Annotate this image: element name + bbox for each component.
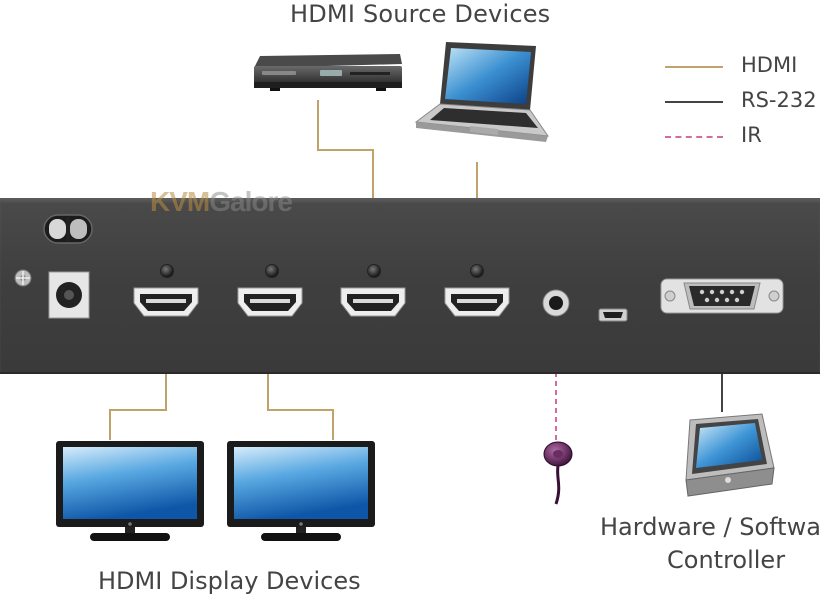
laptop-icon — [414, 42, 549, 142]
hdmi-port-icon[interactable] — [133, 287, 199, 317]
legend-rs232-label: RS-232 — [741, 88, 817, 112]
dvd-player-icon — [254, 54, 402, 91]
watermark: KVMGalore — [150, 186, 293, 218]
source-devices-title: HDMI Source Devices — [290, 0, 551, 28]
monitor-icon — [227, 441, 375, 541]
db9-serial-port-icon[interactable] — [660, 275, 784, 317]
display-devices-title: HDMI Display Devices — [98, 567, 361, 595]
controller-caption-line2: Controller — [667, 546, 786, 574]
led-indicator-2 — [265, 264, 279, 278]
ground-screw-icon — [14, 269, 32, 287]
dc-power-jack-icon[interactable] — [48, 271, 90, 319]
legend-hdmi-label: HDMI — [741, 53, 798, 77]
led-indicator-1 — [160, 264, 174, 278]
controller-caption-line1: Hardware / Software — [600, 513, 820, 541]
hdmi-port-icon[interactable] — [444, 287, 510, 317]
watermark-galore: Galore — [209, 186, 293, 217]
legend-ir-label: IR — [741, 123, 762, 147]
legend-rs232-line — [665, 101, 723, 103]
mini-usb-port-icon[interactable] — [598, 308, 628, 322]
led-indicator-3 — [367, 264, 381, 278]
monitor-icon — [56, 441, 204, 541]
watermark-kvm: KVM — [150, 186, 210, 217]
hdmi-port-icon[interactable] — [237, 287, 303, 317]
led-indicator-4 — [470, 264, 484, 278]
legend-ir-line — [665, 136, 723, 138]
touch-panel-controller-icon — [685, 413, 775, 497]
rocker-switch-icon[interactable] — [43, 214, 93, 244]
hdmi-port-icon[interactable] — [340, 287, 406, 317]
ir-jack-icon[interactable] — [541, 288, 571, 318]
ir-receiver-icon — [543, 441, 573, 505]
legend-hdmi-line — [665, 66, 723, 68]
